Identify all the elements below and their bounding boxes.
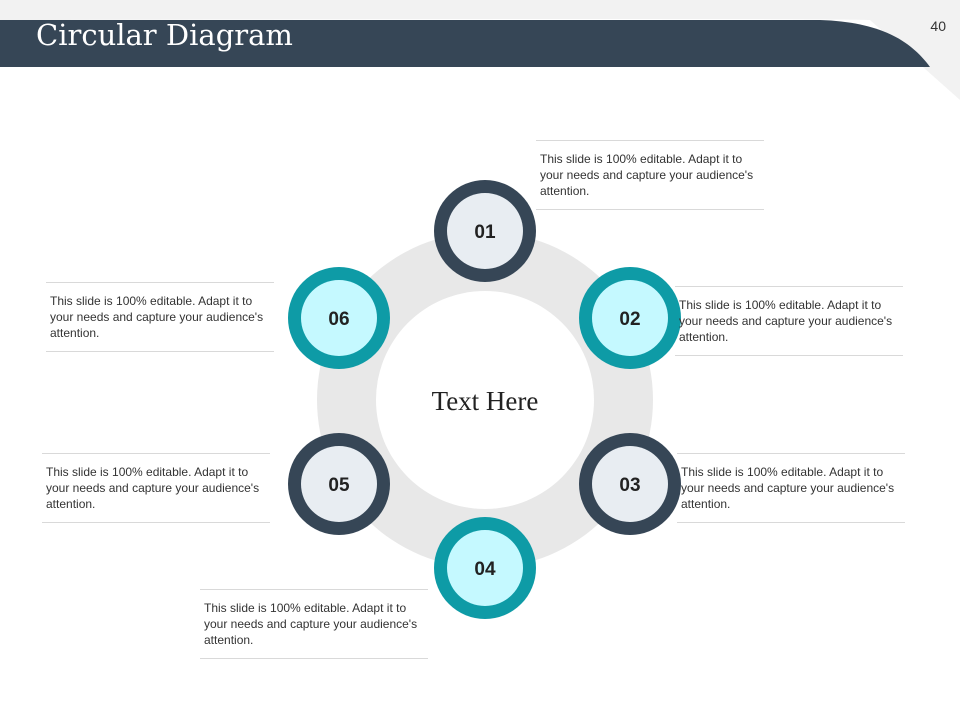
node-02: 02 (579, 267, 681, 369)
node-05-inner (301, 446, 377, 522)
node-06-inner (301, 280, 377, 356)
node-04: 04 (434, 517, 536, 619)
center-text: Text Here (432, 386, 539, 416)
callout-01: This slide is 100% editable. Adapt it to… (536, 140, 764, 210)
callout-04: This slide is 100% editable. Adapt it to… (200, 589, 428, 659)
node-01: 01 (434, 180, 536, 282)
node-02-inner (592, 280, 668, 356)
node-02-label: 02 (619, 309, 640, 330)
slide-number: 40 (930, 18, 946, 34)
node-03-label: 03 (619, 475, 640, 496)
node-06: 06 (288, 267, 390, 369)
top-gray-strip (0, 0, 960, 100)
callout-06: This slide is 100% editable. Adapt it to… (46, 282, 274, 352)
page-title: Circular Diagram (36, 18, 293, 52)
callout-02: This slide is 100% editable. Adapt it to… (675, 286, 903, 356)
node-01-label: 01 (474, 222, 496, 243)
callout-03: This slide is 100% editable. Adapt it to… (677, 453, 905, 523)
node-04-label: 04 (474, 559, 496, 580)
header-bar (0, 20, 930, 67)
node-06-label: 06 (328, 309, 349, 330)
node-04-inner (447, 530, 523, 606)
node-05: 05 (288, 433, 390, 535)
diagram-center (376, 291, 594, 509)
node-01-inner (447, 193, 523, 269)
node-03: 03 (579, 433, 681, 535)
node-05-label: 05 (328, 475, 350, 496)
node-03-inner (592, 446, 668, 522)
header-banner (0, 0, 960, 100)
callout-05: This slide is 100% editable. Adapt it to… (42, 453, 270, 523)
